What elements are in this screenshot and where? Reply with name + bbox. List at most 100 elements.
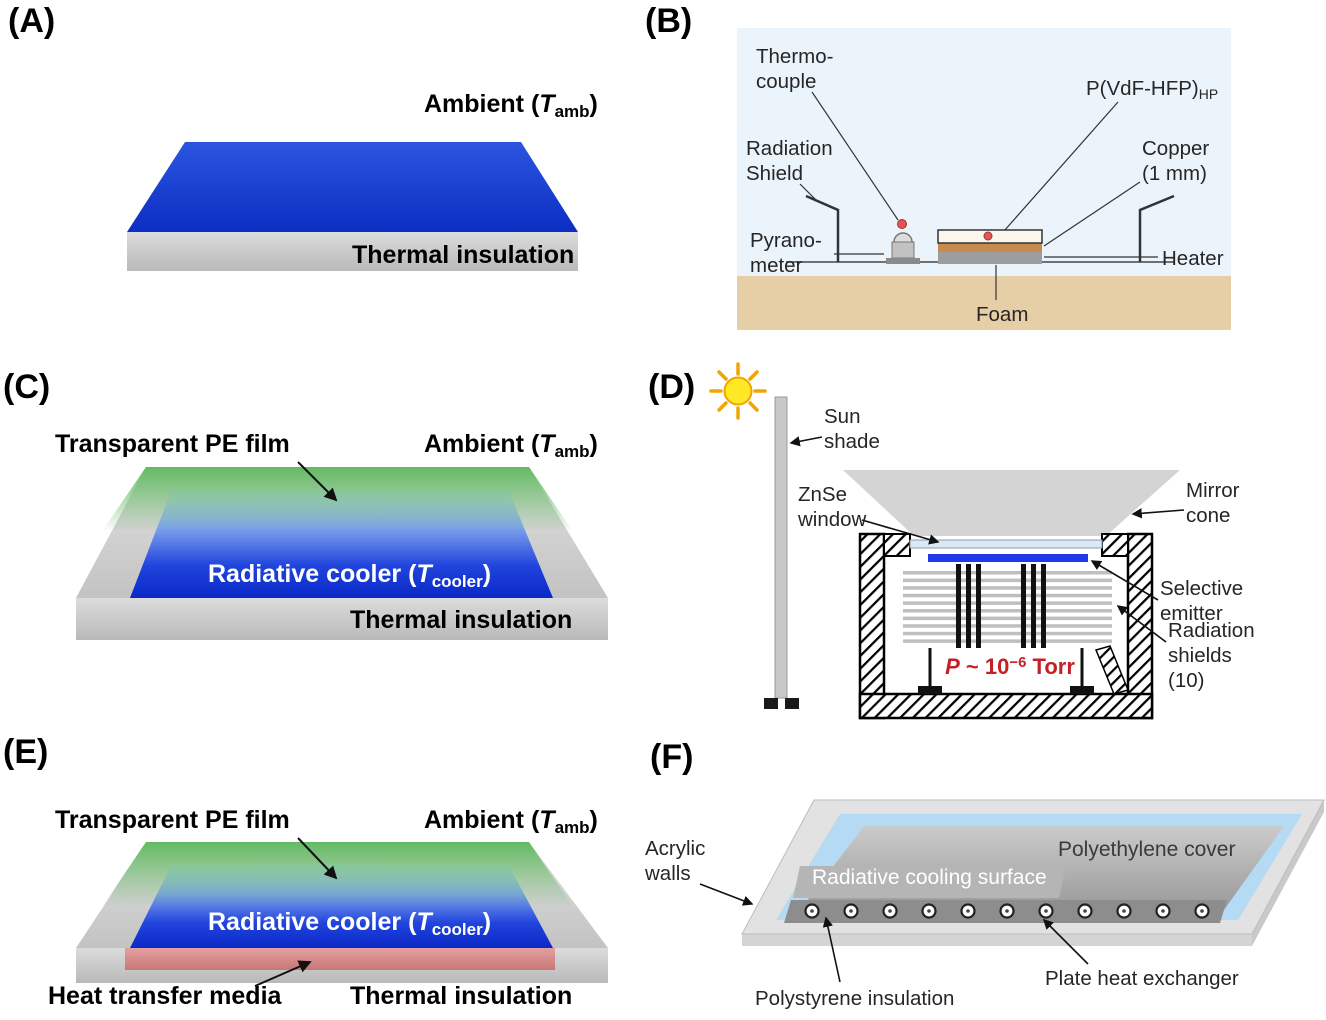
ambient-subscript: amb (554, 817, 590, 837)
panel-c-tag: (C) (3, 368, 51, 406)
radiation-shields-label: Radiation shields (10) (1168, 619, 1255, 692)
thermocouple-label: Thermo- couple (756, 45, 834, 93)
panel-c-art (76, 461, 608, 640)
heat-media-label: Heat transfer media (48, 982, 282, 1010)
pyranometer-device (886, 232, 920, 264)
thermocouple-dot-sample (983, 231, 993, 241)
ambient-subscript: amb (554, 441, 590, 461)
panel-a-insulation-label: Thermal insulation (352, 241, 575, 269)
cooler-subscript: cooler (431, 571, 483, 591)
chamber-top-block-right (1101, 533, 1129, 557)
copper-label: Copper (1 mm) (1142, 137, 1210, 185)
panel-a-ambient-label: Ambient (Tamb) (424, 90, 598, 121)
sun-icon (709, 362, 767, 420)
port-centers (810, 909, 1204, 913)
radiation-shield-label: Radiation Shield (746, 137, 833, 185)
chamber-strut (1094, 645, 1130, 695)
leader-arrows-d (789, 436, 1185, 643)
ambient-suffix: ) (589, 806, 598, 834)
panel-d-art (709, 362, 1185, 720)
pe-film-overlay-c (103, 467, 572, 530)
cooler-label-e: Radiative cooler (Tcooler) (208, 908, 492, 939)
panel-e-tag: (E) (3, 733, 49, 771)
radiation-shield-stack (903, 571, 1112, 643)
pe-film-overlay-e (103, 842, 572, 905)
pvdf-subscript: HP (1198, 85, 1219, 102)
cooler-suffix: ) (482, 560, 492, 588)
pe-film-label-e: Transparent PE film (55, 806, 290, 834)
ambient-suffix: ) (589, 90, 598, 118)
panel-d-tag: (D) (648, 368, 696, 406)
panel-e-art (76, 837, 608, 987)
radiation-shield-left (805, 194, 840, 262)
vacuum-chamber (858, 532, 1154, 720)
cooler-prefix: Radiative cooler ( (208, 908, 417, 936)
foam-base (737, 276, 1231, 330)
pressure-label: P ~ 10−6 Torr (930, 654, 1090, 680)
rc-surface-label: Radiative cooling surface (812, 866, 1047, 889)
copper-plate (938, 243, 1042, 252)
chamber-wall-bottom (858, 692, 1154, 720)
cooler-subscript: cooler (431, 919, 483, 939)
ambient-subscript: amb (554, 101, 590, 121)
panel-e-ambient-label: Ambient (Tamb) (424, 806, 598, 837)
pressure-unit: Torr (1026, 654, 1075, 679)
chamber-top-block-left (883, 533, 911, 557)
pole-foot-right (785, 698, 799, 709)
ambient-prefix: Ambient ( (424, 90, 540, 118)
ambient-symbol: T (539, 90, 555, 118)
znse-window (909, 539, 1103, 549)
ambient-suffix: ) (589, 430, 598, 458)
surface-label-band (793, 866, 1066, 898)
pe-film-arrow-c (297, 461, 338, 502)
cooler-label-c: Radiative cooler (Tcooler) (208, 560, 492, 591)
shield-support-combs (956, 564, 1046, 648)
ambient-prefix: Ambient ( (424, 430, 540, 458)
thermocouple-dot (897, 219, 907, 229)
acrylic-walls-label: Acrylic walls (645, 837, 706, 885)
pvdf-name: P(VdF-HFP) (1086, 77, 1199, 100)
foam-label: Foam (976, 303, 1029, 326)
panel-a-art (127, 142, 578, 271)
pvdf-label: P(VdF-HFP)HP (1086, 76, 1219, 102)
cooler-suffix: ) (482, 908, 492, 936)
pe-film-arrow-e (297, 837, 338, 880)
pyranometer-label: Pyrano- meter (750, 229, 822, 277)
pressure-exponent: −6 (1009, 654, 1027, 672)
ambient-symbol: T (539, 806, 555, 834)
panel-f-tag: (F) (650, 738, 694, 776)
panel-front-edge (742, 934, 1252, 946)
panel-e-insulation-label: Thermal insulation (350, 982, 573, 1010)
heater-block (938, 252, 1042, 264)
pe-film-label-c: Transparent PE film (55, 430, 290, 458)
panel-b-tag: (B) (645, 2, 693, 40)
leader-lines-b (799, 91, 1158, 300)
mirror-cone-label: Mirror cone (1186, 479, 1240, 527)
heater-label: Heater (1162, 247, 1224, 270)
panel-f-art (699, 799, 1325, 983)
chamber-wall-left (858, 532, 886, 720)
heat-media-arrow (254, 960, 312, 987)
znse-window-label: ZnSe window (798, 483, 867, 531)
panel-right-edge (1252, 800, 1324, 946)
ambient-prefix: Ambient ( (424, 806, 540, 834)
leader-arrows-f (699, 883, 1089, 983)
chamber-wall-right (1126, 532, 1154, 720)
insulation-front-face-c (76, 598, 608, 640)
pressure-mid: ~ 10 (959, 654, 1010, 679)
selective-emitter-bar (928, 554, 1088, 562)
cooler-symbol: T (416, 908, 432, 936)
pe-cover-label: Polyethylene cover (1058, 838, 1236, 861)
plate-hx-label: Plate heat exchanger (1045, 967, 1239, 990)
cooler-symbol: T (416, 560, 432, 588)
radiative-cooler-top (127, 142, 578, 232)
polystyrene-label: Polystyrene insulation (755, 987, 955, 1010)
sun-shade-pole (774, 396, 788, 699)
cooler-prefix: Radiative cooler ( (208, 560, 417, 588)
panel-a-tag: (A) (8, 2, 56, 40)
heat-media-strip (125, 948, 555, 970)
sun-shade-label: Sun shade (824, 405, 880, 453)
shield-legs (918, 648, 1094, 694)
pressure-symbol: P (945, 654, 960, 679)
